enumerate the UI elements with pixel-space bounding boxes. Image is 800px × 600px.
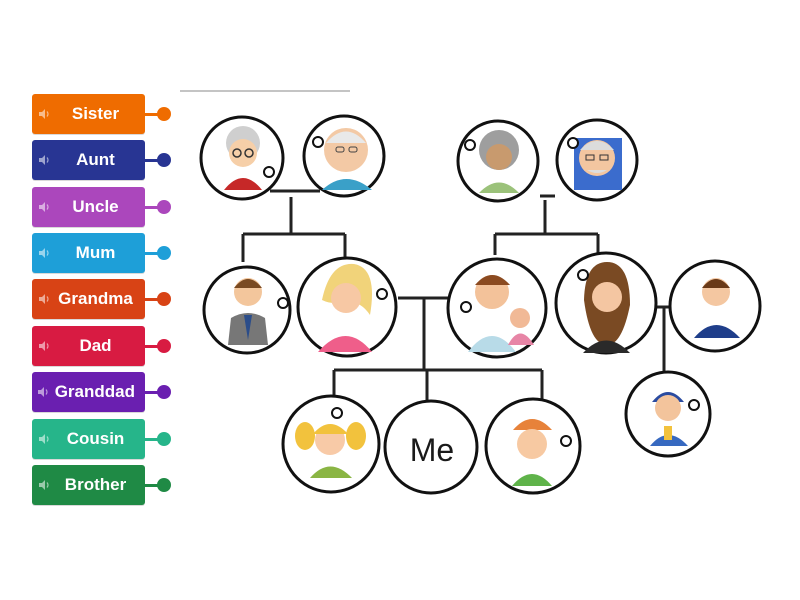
connector-line [145,438,159,441]
grandma-grey-hair-portrait [479,130,519,193]
speaker-icon[interactable] [32,108,56,120]
sister-node [281,394,381,494]
connector-knob[interactable] [157,200,171,214]
granddad-glasses-portrait [574,138,622,190]
connector-line [145,345,159,348]
drop-target[interactable] [688,399,700,411]
connector-knob[interactable] [157,153,171,167]
blonde-woman-portrait [318,263,372,352]
speaker-icon[interactable] [32,479,56,491]
tile-grandma[interactable]: Grandma [32,279,171,319]
boy-blue-suit-portrait [694,278,740,338]
grandma-glasses-portrait [224,126,262,190]
brother-node [484,397,582,495]
speaker-icon[interactable] [32,433,56,445]
tree-lines [241,189,673,403]
brunette-woman-portrait [583,262,630,353]
drop-target[interactable] [263,166,275,178]
cousin-node [668,259,762,353]
drop-target[interactable] [464,139,476,151]
granddad-left-node [302,114,386,198]
tile-label: Brother [64,475,127,494]
tile-cousin[interactable]: Cousin [32,419,171,459]
connector-line [145,391,159,394]
speaker-icon[interactable] [32,247,56,259]
uncle-node [202,265,292,355]
connector-line [145,159,159,162]
tile-label: Mum [75,243,116,262]
tile-label: Aunt [76,150,115,169]
tile-label: Granddad [54,382,135,401]
tile-aunt[interactable]: Aunt [32,140,171,180]
cousin-small-node [624,370,712,458]
me-label: Me [410,432,454,468]
mum-node [554,251,658,355]
drop-target[interactable] [460,301,472,313]
father-with-child-portrait [468,275,534,352]
connector-line [145,484,159,487]
grandma-right-node [456,119,540,203]
girl-pigtails-portrait [295,422,366,478]
connector-knob[interactable] [157,385,171,399]
connector-line [145,113,159,116]
tile-brother[interactable]: Brother [32,465,171,505]
drop-target[interactable] [560,435,572,447]
speaker-icon[interactable] [32,293,56,305]
child-blue-cap-portrait [650,392,688,446]
tile-label: Cousin [66,429,125,448]
connector-knob[interactable] [157,339,171,353]
tile-mum[interactable]: Mum [32,233,171,273]
connector-knob[interactable] [157,478,171,492]
tile-sister[interactable]: Sister [32,94,171,134]
drop-target[interactable] [376,288,388,300]
tile-label: Uncle [72,197,119,216]
boy-orange-hair-portrait [512,419,552,486]
speaker-icon[interactable] [32,154,56,166]
drop-target[interactable] [567,137,579,149]
connector-knob[interactable] [157,432,171,446]
speaker-icon[interactable] [32,386,55,398]
aunt-node [296,256,398,358]
granddad-bald-portrait [322,128,372,190]
drop-target[interactable] [331,407,343,419]
tile-label: Sister [71,104,120,123]
connector-line [145,206,159,209]
speaker-icon[interactable] [32,201,56,213]
drop-target[interactable] [312,136,324,148]
drop-target[interactable] [277,297,289,309]
tile-granddad[interactable]: Granddad [32,372,171,412]
connector-knob[interactable] [157,246,171,260]
grandma-left-node [199,115,285,201]
connector-knob[interactable] [157,292,171,306]
dad-node [446,257,548,359]
connector-knob[interactable] [157,107,171,121]
connector-line [145,298,159,301]
tile-label: Dad [79,336,112,355]
tile-dad[interactable]: Dad [32,326,171,366]
granddad-right-node [555,118,639,202]
man-tie-portrait [228,278,268,345]
tile-label: Grandma [58,289,133,308]
connector-line [145,252,159,255]
me-node: Me [383,399,479,495]
drop-target[interactable] [577,269,589,281]
speaker-icon[interactable] [32,340,56,352]
tile-uncle[interactable]: Uncle [32,187,171,227]
